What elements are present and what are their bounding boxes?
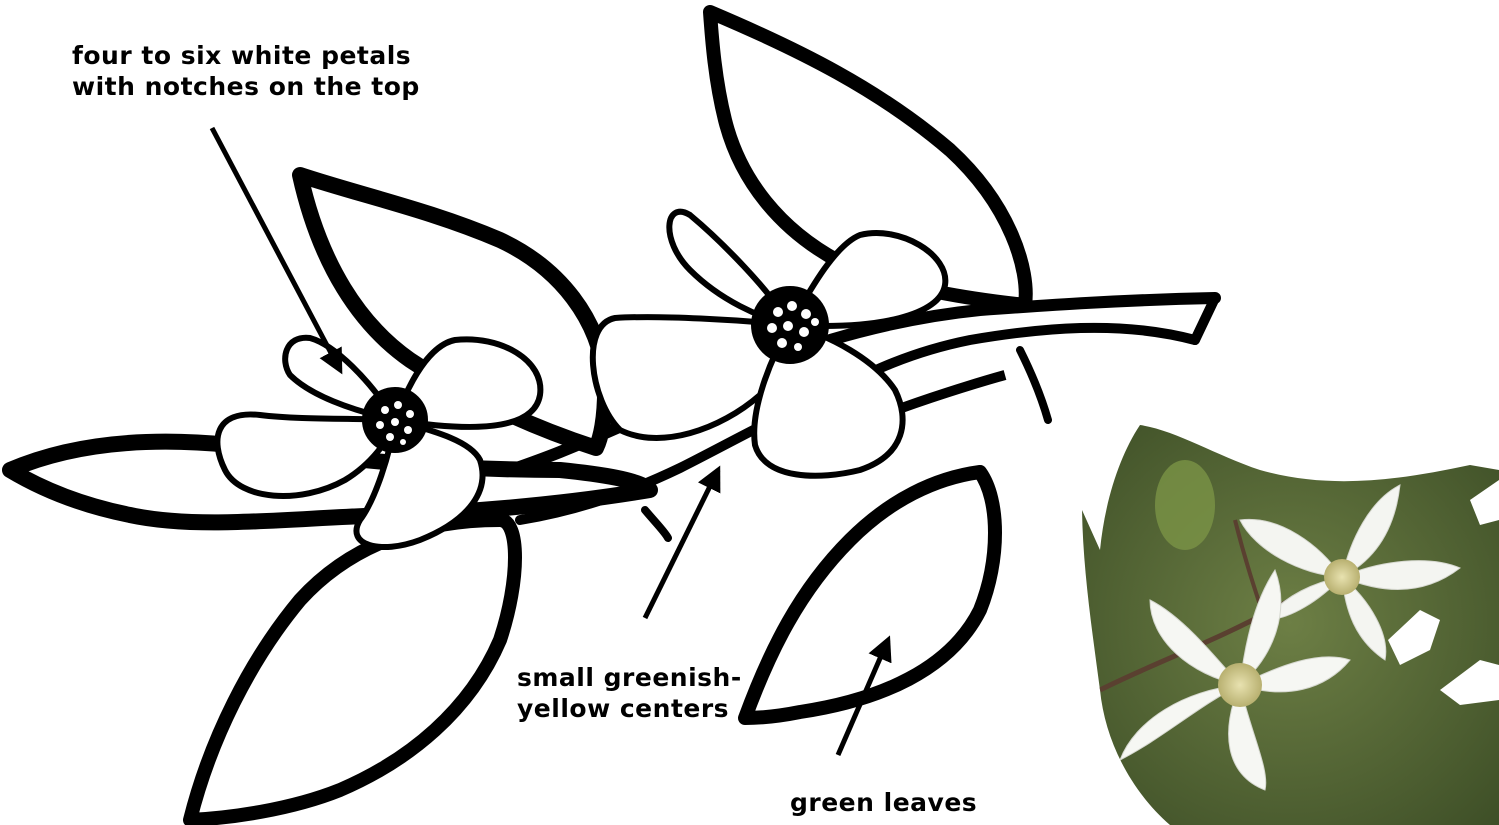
flower-right xyxy=(593,212,946,476)
label-centers-line2: yellow centers xyxy=(517,693,742,724)
label-centers: small greenish- yellow centers xyxy=(517,662,742,724)
label-centers-line1: small greenish- xyxy=(517,662,742,693)
label-petals-line2: with notches on the top xyxy=(72,71,420,102)
leaf-bottom-left xyxy=(190,520,515,820)
label-petals: four to six white petals with notches on… xyxy=(72,40,420,102)
label-leaves: green leaves xyxy=(790,787,977,818)
label-leaves-line1: green leaves xyxy=(790,787,977,818)
label-petals-line1: four to six white petals xyxy=(72,40,420,71)
